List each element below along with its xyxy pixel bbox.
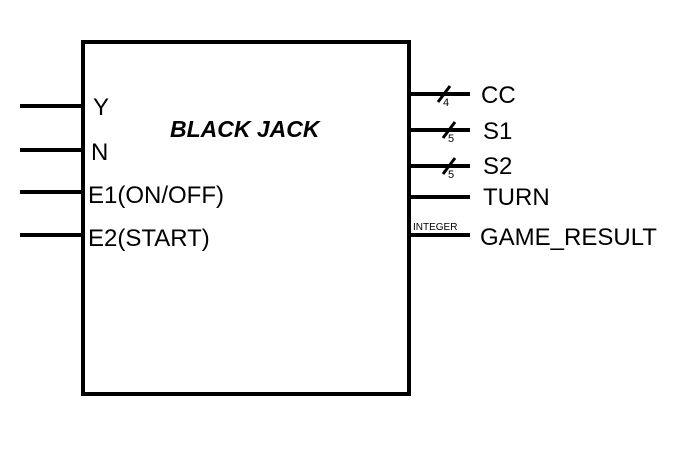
output-label-s2: S2 bbox=[483, 153, 512, 180]
input-label-e2: E2(START) bbox=[88, 225, 210, 252]
type-label-game-result: INTEGER bbox=[413, 222, 457, 233]
input-port-e2: E2(START) bbox=[20, 225, 210, 252]
bus-width-s2: 5 bbox=[448, 169, 454, 181]
block-title: BLACK JACK bbox=[170, 116, 321, 142]
output-port-s2: 5 S2 bbox=[409, 153, 512, 181]
input-port-n: N bbox=[20, 139, 108, 166]
output-port-turn: TURN bbox=[409, 184, 550, 211]
output-label-game-result: GAME_RESULT bbox=[480, 224, 657, 251]
output-port-cc: 4 CC bbox=[409, 82, 516, 109]
bus-slash-s2 bbox=[441, 157, 457, 175]
output-label-s1: S1 bbox=[483, 118, 512, 145]
black-jack-block bbox=[81, 40, 411, 396]
input-label-y: Y bbox=[93, 94, 109, 121]
bus-width-cc: 4 bbox=[443, 97, 449, 109]
output-port-game-result: INTEGER GAME_RESULT bbox=[409, 222, 657, 251]
bus-width-s1: 5 bbox=[448, 133, 454, 145]
output-label-turn: TURN bbox=[483, 184, 550, 211]
output-port-s1: 5 S1 bbox=[409, 118, 512, 145]
output-label-cc: CC bbox=[481, 82, 516, 109]
input-port-e1: E1(ON/OFF) bbox=[20, 182, 224, 209]
input-label-n: N bbox=[91, 139, 108, 166]
bus-slash-cc bbox=[436, 85, 452, 103]
input-label-e1: E1(ON/OFF) bbox=[88, 182, 224, 209]
bus-slash-s1 bbox=[441, 121, 457, 139]
input-port-y: Y bbox=[20, 94, 109, 121]
